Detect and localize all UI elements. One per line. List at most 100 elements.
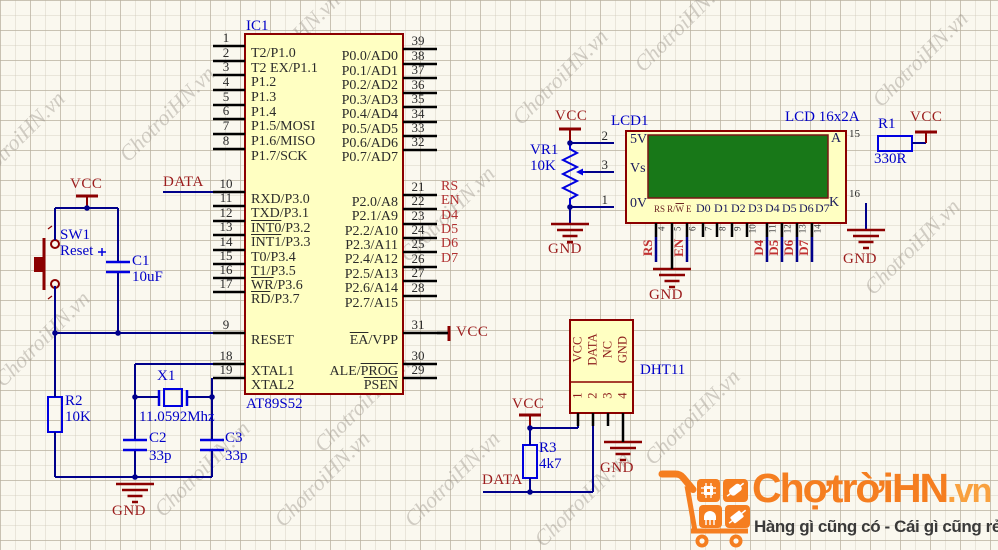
ic-pinnum-18: 18 xyxy=(219,348,233,363)
lcd-screen-label-RW: R/W xyxy=(667,204,685,214)
ic-pinnum-19: 19 xyxy=(219,362,233,377)
dht-pinname-VCC: VCC xyxy=(570,336,585,363)
ic-pinname-36: P0.3/AD3 xyxy=(341,93,398,108)
ic-pinname-33: P0.6/AD6 xyxy=(341,136,398,151)
crystal-x1-symbol xyxy=(157,388,189,407)
ic-pinnum-1: 1 xyxy=(222,30,230,45)
ic-net-label-EN: EN xyxy=(441,193,460,208)
junction-dot xyxy=(132,394,138,400)
lcd-pinnum-15: 15 xyxy=(849,128,860,140)
ic-pinnum-30: 30 xyxy=(411,348,425,363)
r3-val: 4k7 xyxy=(539,456,562,472)
ic-pinname-22: P2.1/A9 xyxy=(351,209,398,224)
dht-pinname-DATA: DATA xyxy=(585,333,600,366)
lcd-screen-label-D0: D0 xyxy=(696,201,711,215)
lcd-screen-label-D2: D2 xyxy=(731,201,746,215)
x1-ref: X1 xyxy=(157,368,176,384)
lcd-ref: LCD1 xyxy=(611,113,649,129)
cap-c3-symbol xyxy=(200,438,224,452)
lcd-pin-a: A xyxy=(831,131,842,146)
c1-ref: C1 xyxy=(132,253,150,269)
ic-pinname-14: T0/P3.4 xyxy=(251,250,296,265)
junction-dot xyxy=(567,204,573,210)
transistor-icon xyxy=(704,511,716,525)
res-r1-symbol xyxy=(877,135,913,152)
logo-brand-main: ChợtrờiHN xyxy=(752,465,949,511)
ic-pinname-1: T2/P1.0 xyxy=(251,46,296,61)
ic-pinname-4: P1.3 xyxy=(251,90,277,105)
lcd-net-label-EN: EN xyxy=(671,238,687,257)
sw1-ref: SW1 xyxy=(60,227,90,243)
junction-dot xyxy=(115,330,121,336)
ic-pinname-25: P2.4/A12 xyxy=(344,252,398,267)
ic-pinnum-26: 26 xyxy=(411,251,425,266)
ic-pinnum-13: 13 xyxy=(219,219,233,234)
dht-pinname-GND: GND xyxy=(615,336,630,364)
lcd-pin-k: K xyxy=(829,195,840,210)
ic-pinname-24: P2.3/A11 xyxy=(345,238,398,253)
r2-ref: R2 xyxy=(65,393,83,409)
ic-pinname-31: EA/VPP xyxy=(349,333,398,348)
ic-pinname-26: P2.5/A13 xyxy=(344,267,398,282)
ic-net-label-D6: D6 xyxy=(441,236,459,251)
lcd-net-label-D6: D6 xyxy=(781,239,797,256)
ic-pinnum-35: 35 xyxy=(411,91,425,106)
lcd-pinnum-8: 8 xyxy=(717,226,728,231)
lcd-screen-label-RS: RS xyxy=(654,204,666,214)
ic-pinnum-6: 6 xyxy=(222,103,230,118)
lcd-pinnum-9: 9 xyxy=(732,226,743,231)
logo-cart-icon xyxy=(658,470,750,548)
resistor-icon xyxy=(726,482,745,497)
lcd-screen-label-D1: D1 xyxy=(714,201,729,215)
lcd-screen xyxy=(647,134,829,199)
gnd-label-k: GND xyxy=(843,251,877,267)
dht-pinnum-3: 3 xyxy=(600,392,615,399)
ic-pinnum-17: 17 xyxy=(219,276,233,291)
lcd-net-label-D4: D4 xyxy=(751,239,767,256)
lcd-pinnum-3: 3 xyxy=(601,157,609,172)
lcd-pin-0v: 0V xyxy=(630,196,648,211)
ic-pinnum-37: 37 xyxy=(411,62,425,77)
junction-dot xyxy=(52,330,58,336)
ic-pinname-17: RD/P3.7 xyxy=(251,292,300,307)
gnd-label-dht: GND xyxy=(600,460,634,476)
cap-c2-symbol xyxy=(123,438,147,452)
ic-pinnum-36: 36 xyxy=(411,77,425,92)
logo-brand-vn: .vn xyxy=(947,472,992,510)
ic-net-label-D5: D5 xyxy=(441,222,459,237)
lcd-screen-label-D7: D7 xyxy=(815,201,830,215)
ic-pinname-37: P0.2/AD2 xyxy=(341,78,398,93)
chip-icon xyxy=(701,483,716,498)
ic-pinname-30: ALE/PROG xyxy=(329,364,398,379)
lcd-pinnum-16: 16 xyxy=(849,188,860,200)
dht-pinname-NC: NC xyxy=(600,340,615,359)
logo-brand: ChợtrờiHN.vn xyxy=(752,465,992,511)
ic-pinnum-4: 4 xyxy=(222,74,230,89)
data-label-ic: DATA xyxy=(163,174,204,190)
lcd-pinnum-1: 1 xyxy=(601,192,609,207)
sw1-name: Reset xyxy=(60,243,94,259)
ic-pinnum-8: 8 xyxy=(222,133,230,148)
ic-pinnum-15: 15 xyxy=(219,248,233,263)
ic-pinname-27: P2.6/A14 xyxy=(344,281,398,296)
ic-pinname-12: INT0/P3.2 xyxy=(251,221,311,236)
ic-pinnum-33: 33 xyxy=(411,120,425,135)
junction-dot xyxy=(567,140,573,146)
ic-net-label-D7: D7 xyxy=(441,251,459,266)
vcc-label-r1: VCC xyxy=(910,109,943,125)
c1-val: 10uF xyxy=(132,269,163,285)
ic-net-label-RS: RS xyxy=(441,179,459,194)
ic-body xyxy=(244,33,404,395)
lcd-screen-label-D3: D3 xyxy=(748,201,763,215)
ic-pinname-39: P0.0/AD0 xyxy=(341,49,398,64)
gnd-label-pot: GND xyxy=(548,241,582,257)
lcd-pin-vs: Vs xyxy=(630,161,646,176)
ic-pinname-19: XTAL2 xyxy=(251,378,295,393)
ic-pinname-13: INT1/P3.3 xyxy=(251,235,311,250)
ic-pinnum-16: 16 xyxy=(219,262,233,277)
ic-pinnum-34: 34 xyxy=(411,106,425,121)
ic-pinnum-7: 7 xyxy=(222,118,230,133)
diode-icon xyxy=(728,509,747,524)
c3-val: 33p xyxy=(225,448,248,464)
